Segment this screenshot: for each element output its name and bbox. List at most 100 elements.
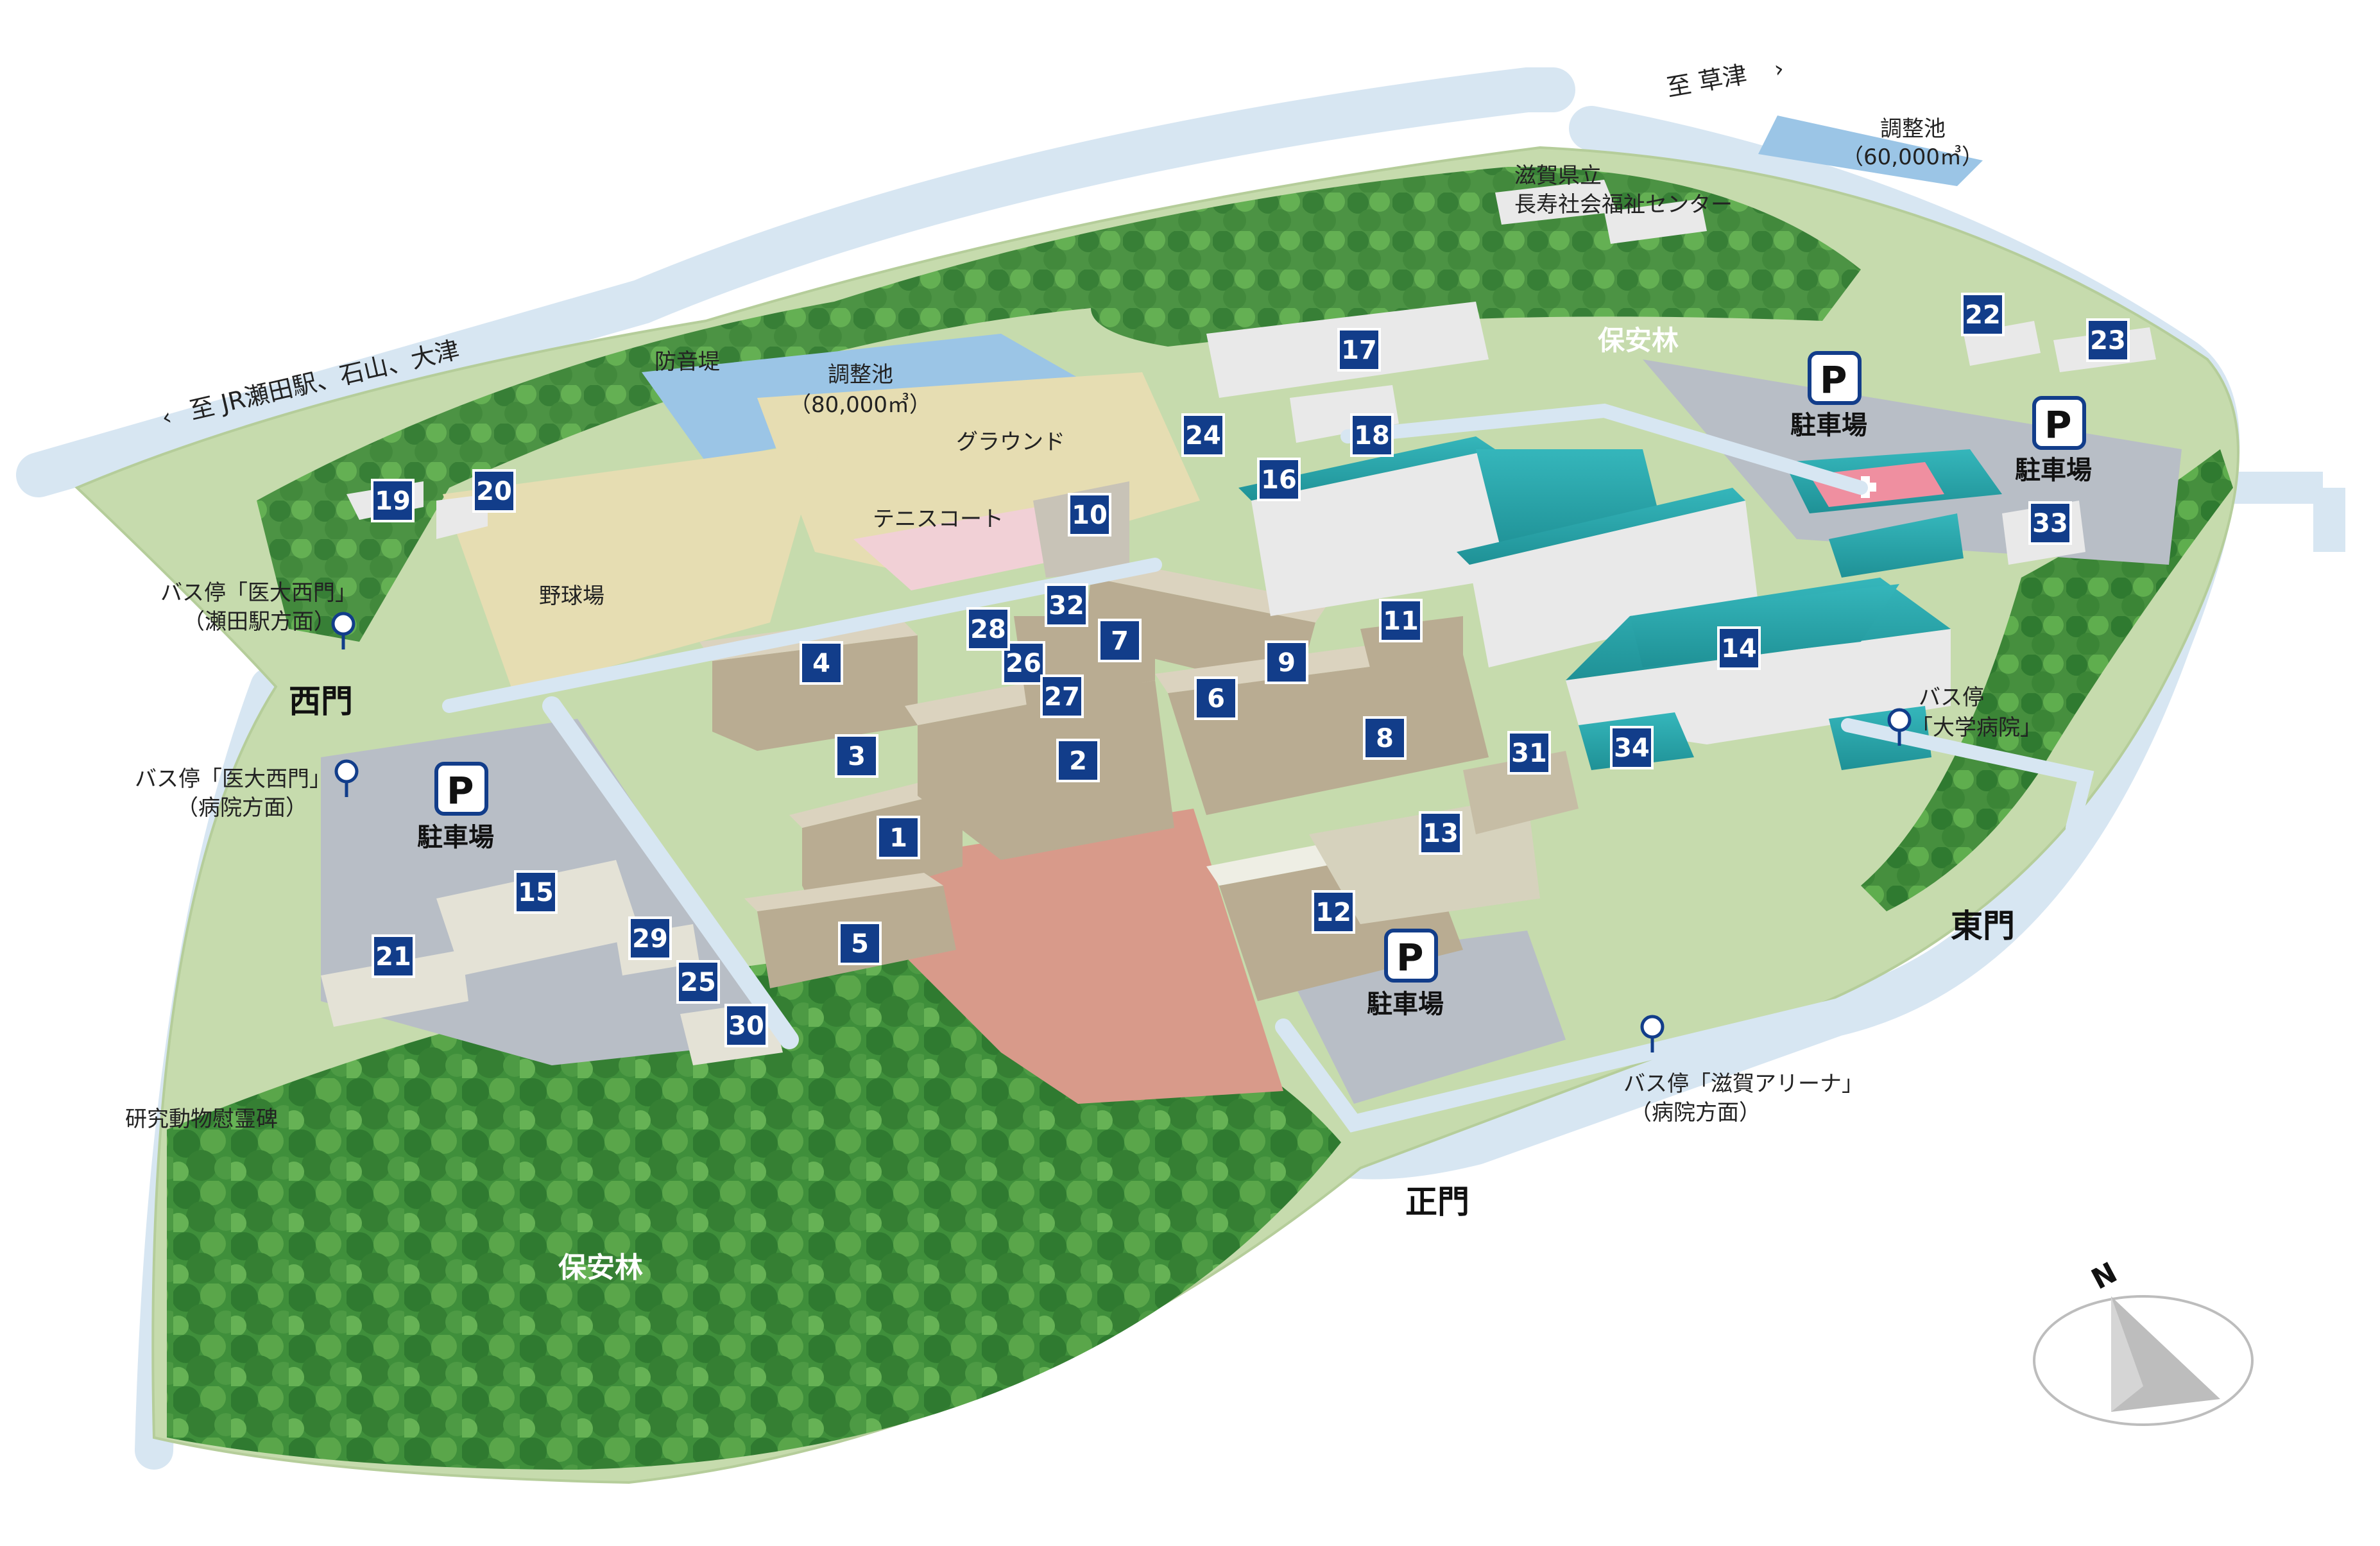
tennis-court-label: テニスコート (873, 506, 1004, 532)
building-badge-14[interactable]: 14 (1717, 626, 1761, 670)
building-badge-16[interactable]: 16 (1257, 458, 1301, 501)
parking-label: 駐車場 (2015, 456, 2092, 485)
building-badge-5[interactable]: 5 (838, 922, 882, 965)
building-badge-8[interactable]: 8 (1363, 716, 1407, 760)
east-gate-label[interactable]: 東門 (1951, 907, 2015, 945)
building-number: 5 (851, 929, 869, 959)
building-badge-10[interactable]: 10 (1068, 493, 1111, 537)
building-badge-15[interactable]: 15 (514, 870, 558, 914)
building-number: 18 (1354, 421, 1390, 451)
building-number: 21 (375, 942, 411, 972)
building-badge-7[interactable]: 7 (1098, 619, 1142, 662)
building-badge-box (966, 607, 1010, 651)
building-number: 13 (1423, 819, 1459, 848)
monument-label: 研究動物慰霊碑 (125, 1106, 278, 1132)
building-badge-23[interactable]: 23 (2086, 318, 2130, 362)
building-number: 29 (632, 924, 668, 954)
building-badge-box (1379, 599, 1423, 642)
parking-sign-east[interactable]: P 駐車場 (2015, 396, 2092, 485)
building-badge-box (372, 934, 415, 978)
building-badge-box (877, 816, 920, 859)
building-badge-box (1257, 458, 1301, 501)
bus-stop-label: バス停「医大西門」 (135, 766, 331, 792)
north-forest-label: 保安林 (1598, 325, 1679, 356)
building-badge-box (472, 469, 516, 513)
building-badge-24[interactable]: 24 (1181, 413, 1225, 457)
building-badge-box (1363, 716, 1407, 760)
parking-symbol: P (1396, 936, 1424, 979)
building-badge-27[interactable]: 27 (1040, 674, 1084, 718)
building-number: 8 (1376, 724, 1394, 753)
campus-roads (442, 403, 2094, 1133)
baseball-field-label: 野球場 (539, 583, 604, 609)
building-badge-28[interactable]: 28 (966, 607, 1010, 651)
building-badge-box (1337, 328, 1381, 372)
building-badge-32[interactable]: 32 (1045, 583, 1088, 627)
bus-stop-pin-icon (331, 612, 355, 636)
building-badge-box (1098, 619, 1142, 662)
building-number: 7 (1111, 626, 1129, 656)
bus-stop-sublabel: （瀬田駅方面） (183, 609, 336, 635)
parking-symbol: P (1820, 358, 1847, 402)
building-badge-box (1507, 731, 1551, 775)
building-badge-box (371, 479, 415, 522)
building-number: 15 (518, 878, 554, 907)
bus-stop-label: バス停 (1919, 685, 1984, 710)
west-pond-label: 調整池 (828, 362, 893, 388)
building-number: 11 (1383, 606, 1419, 636)
welfare-center-label-1: 滋賀県立 (1514, 163, 1602, 189)
building-badge-18[interactable]: 18 (1350, 413, 1394, 457)
bus-stop-west-gate-seta[interactable]: バス停「医大西門」 （瀬田駅方面） (160, 580, 357, 649)
parking-label: 駐車場 (1367, 990, 1444, 1019)
building-badge-22[interactable]: 22 (1961, 293, 2005, 336)
building-badge-6[interactable]: 6 (1194, 676, 1238, 720)
building-badge-box (1312, 890, 1355, 934)
main-gate-label[interactable]: 正門 (1405, 1183, 1469, 1221)
building-number: 28 (970, 615, 1006, 644)
bus-stop-west-gate-hospital[interactable]: バス停「医大西門」 （病院方面） (135, 759, 359, 821)
building-badge-9[interactable]: 9 (1265, 640, 1308, 684)
building-number: 2 (1069, 746, 1087, 776)
building-badge-1[interactable]: 1 (877, 816, 920, 859)
building-badge-11[interactable]: 11 (1379, 599, 1423, 642)
north-forest (257, 167, 1861, 642)
building-badge-box (1717, 626, 1761, 670)
parking-symbol: P (2044, 403, 2072, 447)
building-badge-30[interactable]: 30 (724, 1004, 768, 1047)
building-badge-34[interactable]: 34 (1610, 726, 1654, 769)
building-number: 26 (1006, 649, 1041, 678)
direction-arrow-right-icon: › (1772, 55, 1786, 83)
east-forest (1861, 449, 2233, 911)
bus-stop-shiga-arena[interactable]: バス停「滋賀アリーナ」 （病院方面） (1623, 1015, 1863, 1126)
bus-stop-university-hospital[interactable]: バス停 「大学病院」 (1887, 685, 2042, 746)
building-badge-2[interactable]: 2 (1056, 739, 1100, 782)
parking-sign-main[interactable]: P 駐車場 (1367, 929, 1444, 1019)
compass: N (2033, 1256, 2254, 1426)
building-badge-17[interactable]: 17 (1337, 328, 1381, 372)
building-number: 16 (1261, 465, 1297, 495)
building-badge-4[interactable]: 4 (800, 641, 843, 685)
building-badge-20[interactable]: 20 (472, 469, 516, 513)
building-badge-26[interactable]: 26 (1002, 641, 1045, 685)
building-number: 31 (1511, 739, 1547, 768)
building-badge-12[interactable]: 12 (1312, 890, 1355, 934)
west-gate-label[interactable]: 西門 (289, 683, 353, 720)
parking-sign-west[interactable]: P 駐車場 (417, 762, 494, 852)
building-badge-box (1068, 493, 1111, 537)
building-badge-box (1045, 583, 1088, 627)
building-badge-19[interactable]: 19 (371, 479, 415, 522)
building-badge-33[interactable]: 33 (2028, 501, 2072, 545)
building-badge-13[interactable]: 13 (1419, 811, 1462, 855)
parking-signs: P 駐車場 P 駐車場 P 駐車場 P 駐車場 (417, 351, 2092, 1019)
building-badge-31[interactable]: 31 (1507, 731, 1551, 775)
baseball-field (443, 443, 821, 693)
building-badge-25[interactable]: 25 (676, 960, 720, 1004)
building-badge-21[interactable]: 21 (372, 934, 415, 978)
building-badge-box (838, 922, 882, 965)
building-badge-3[interactable]: 3 (835, 734, 878, 778)
direction-kusatsu-label: 至 草津 (1665, 60, 1749, 102)
parking-sign-east-north[interactable]: P 駐車場 (1790, 351, 1867, 440)
bus-stop-sublabel: （病院方面） (1630, 1100, 1761, 1126)
building-badge-29[interactable]: 29 (628, 916, 672, 960)
